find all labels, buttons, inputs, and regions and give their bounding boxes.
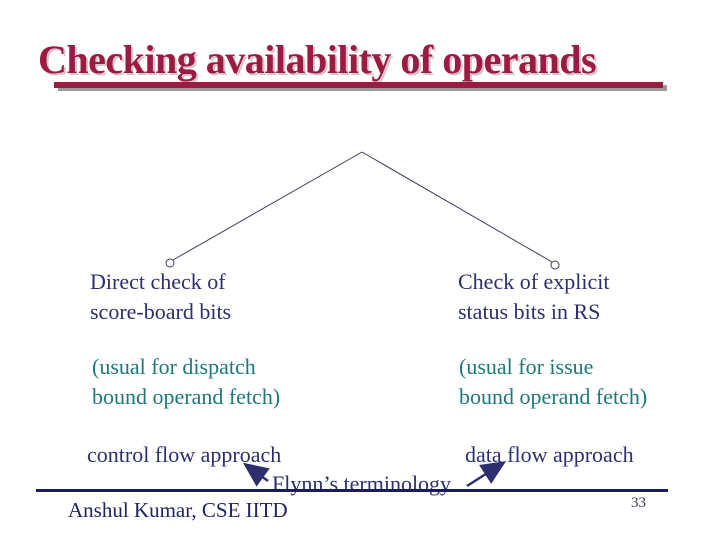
title-underline-rule bbox=[54, 82, 663, 88]
control-flow-approach-label: control flow approach bbox=[87, 442, 282, 467]
footer-rule bbox=[36, 489, 668, 492]
data-flow-approach-label: data flow approach bbox=[465, 442, 634, 467]
tree-node-left-circle bbox=[165, 258, 175, 268]
page-number: 33 bbox=[631, 495, 646, 511]
right-branch-heading: Check of explicit status bits in RS bbox=[458, 269, 610, 324]
flynn-terminology-caption: Flynn’s terminology bbox=[272, 471, 452, 496]
left-branch-note: (usual for dispatch bound operand fetch) bbox=[92, 354, 281, 409]
page-title: Checking availability of operands bbox=[38, 37, 597, 82]
left-branch-heading: Direct check of score-board bits bbox=[90, 269, 232, 324]
tree-branch-right bbox=[361, 151, 553, 263]
footer-author: Anshul Kumar, CSE IITD bbox=[68, 498, 288, 522]
tree-branch-left bbox=[172, 151, 363, 261]
right-branch-note: (usual for issue bound operand fetch) bbox=[459, 354, 648, 409]
